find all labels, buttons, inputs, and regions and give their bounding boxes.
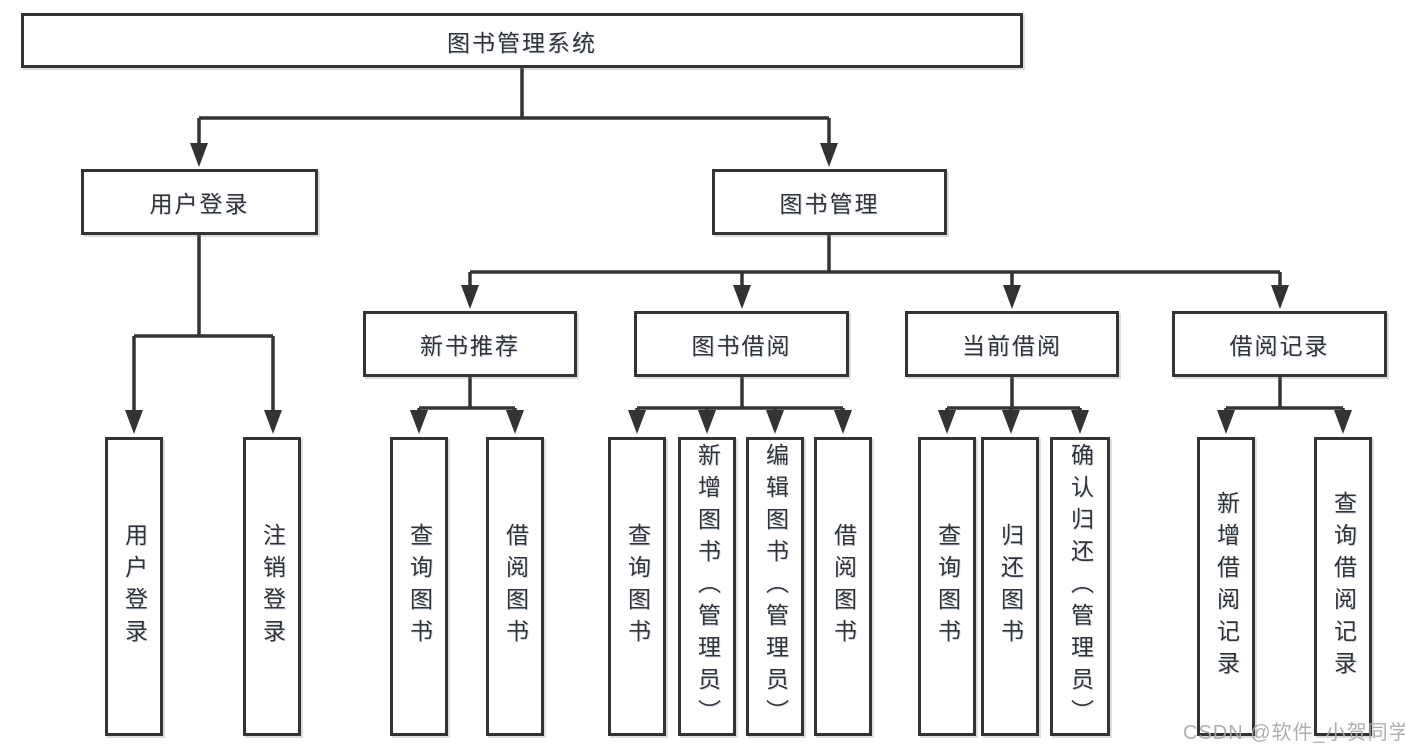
node-root: 图书管理系统	[21, 13, 1023, 68]
leaf-query-borrow-record: 查询借阅记录	[1314, 437, 1372, 736]
arrowhead-down	[938, 410, 956, 434]
node-book-management-label: 图书管理	[779, 191, 880, 217]
leaf-return-book-label: 归还图书	[997, 522, 1024, 651]
leaf-logout: 注销登录	[243, 437, 301, 736]
node-borrow-records-label: 借阅记录	[1229, 333, 1330, 359]
leaf-borrow-books-recommend: 借阅图书	[486, 437, 544, 736]
node-root-label: 图书管理系统	[447, 29, 597, 56]
arrowhead-down	[264, 410, 282, 434]
leaf-query-books-borrow: 查询图书	[608, 437, 666, 736]
node-book-borrow: 图书借阅	[634, 311, 849, 377]
leaf-user-login-label: 用户登录	[121, 522, 148, 651]
leaf-query-books-current: 查询图书	[918, 437, 976, 736]
arrowhead-down	[1003, 285, 1021, 309]
leaf-edit-book-admin: 编辑图书（管理员）	[746, 437, 804, 736]
leaf-query-books-recommend-label: 查询图书	[406, 522, 433, 651]
leaf-add-borrow-record: 新增借阅记录	[1197, 437, 1255, 736]
leaf-edit-book-admin-label: 编辑图书（管理员）	[762, 442, 789, 731]
arrowhead-down	[1217, 410, 1235, 434]
arrowhead-down	[1071, 410, 1089, 434]
node-book-management: 图书管理	[712, 169, 947, 235]
arrowhead-down	[1334, 410, 1352, 434]
arrowhead-down	[733, 285, 751, 309]
node-new-book-recommend: 新书推荐	[363, 311, 577, 377]
node-user-login: 用户登录	[81, 169, 318, 235]
leaf-query-borrow-record-label: 查询借阅记录	[1330, 490, 1357, 683]
arrowhead-down	[410, 410, 428, 434]
leaf-add-book-admin: 新增图书（管理员）	[678, 437, 736, 736]
arrowhead-down	[698, 410, 716, 434]
arrowhead-down	[125, 410, 143, 434]
leaf-query-books-current-label: 查询图书	[934, 522, 961, 651]
arrowhead-down	[766, 410, 784, 434]
leaf-user-login: 用户登录	[105, 437, 163, 736]
arrowhead-down	[506, 410, 524, 434]
leaf-query-books-borrow-label: 查询图书	[624, 522, 651, 651]
leaf-borrow-books: 借阅图书	[814, 437, 872, 736]
watermark: CSDN @软件_小贺同学	[1183, 722, 1405, 744]
leaf-borrow-books-recommend-label: 借阅图书	[502, 522, 529, 651]
arrowhead-down	[834, 410, 852, 434]
leaf-add-borrow-record-label: 新增借阅记录	[1213, 490, 1240, 683]
node-current-borrow: 当前借阅	[905, 311, 1119, 377]
node-book-borrow-label: 图书借阅	[691, 333, 792, 359]
arrowhead-down	[1002, 410, 1020, 434]
leaf-confirm-return-admin: 确认归还（管理员）	[1050, 437, 1110, 736]
arrowhead-down	[461, 285, 479, 309]
leaf-borrow-books-label: 借阅图书	[830, 522, 857, 651]
leaf-logout-label: 注销登录	[259, 522, 286, 651]
arrowhead-down	[1271, 285, 1289, 309]
leaf-confirm-return-admin-label: 确认归还（管理员）	[1067, 442, 1094, 731]
leaf-return-book: 归还图书	[981, 437, 1039, 736]
leaf-query-books-recommend: 查询图书	[390, 437, 448, 736]
node-current-borrow-label: 当前借阅	[962, 333, 1062, 359]
node-borrow-records: 借阅记录	[1172, 311, 1387, 377]
node-new-book-recommend-label: 新书推荐	[420, 333, 520, 359]
arrowhead-down	[190, 143, 208, 167]
leaf-add-book-admin-label: 新增图书（管理员）	[694, 442, 721, 731]
node-user-login-label: 用户登录	[149, 191, 250, 217]
arrowhead-down	[628, 410, 646, 434]
arrowhead-down	[820, 143, 838, 167]
